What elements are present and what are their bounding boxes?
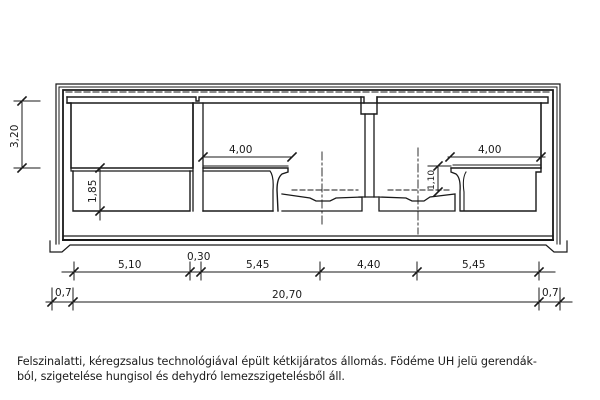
dim-left-platform-4-00: 4,00 <box>229 144 252 156</box>
right-platform <box>450 164 542 212</box>
dim-0-7-left: 0,7 <box>55 287 72 299</box>
dim-5-45-left: 5,45 <box>246 259 269 271</box>
dim-20-70: 20,70 <box>272 289 302 301</box>
dim-5-10: 5,10 <box>118 259 141 271</box>
left-platform <box>202 165 289 212</box>
dim-5-45-right: 5,45 <box>462 259 485 271</box>
caption-line-2: ból, szigetelése hungisol és dehydró lem… <box>17 370 345 383</box>
roof-slab <box>66 96 549 104</box>
dim-4-40: 4,40 <box>357 259 380 271</box>
central-column <box>358 96 380 198</box>
right-track <box>378 147 456 235</box>
figure-caption: Felszinalatti, kéregzsalus technológiáva… <box>17 354 592 384</box>
dim-mezzanine-1-85: 1,85 <box>87 180 99 203</box>
station-cross-section-drawing: 3,20 1,85 4,00 4,00 1,10 5,10 0,30 5,45 … <box>9 83 573 311</box>
left-track <box>281 151 363 225</box>
dim-right-platform-4-00: 4,00 <box>478 144 501 156</box>
dim-platform-height-1-10: 1,10 <box>427 170 437 190</box>
dim-0-7-right: 0,7 <box>542 287 559 299</box>
dim-height-3-20: 3,20 <box>9 125 21 148</box>
outer-shell <box>49 83 568 253</box>
dim-0-30: 0,30 <box>187 251 210 263</box>
left-column <box>192 102 204 212</box>
caption-line-1: Felszinalatti, kéregzsalus technológiáva… <box>17 355 537 368</box>
